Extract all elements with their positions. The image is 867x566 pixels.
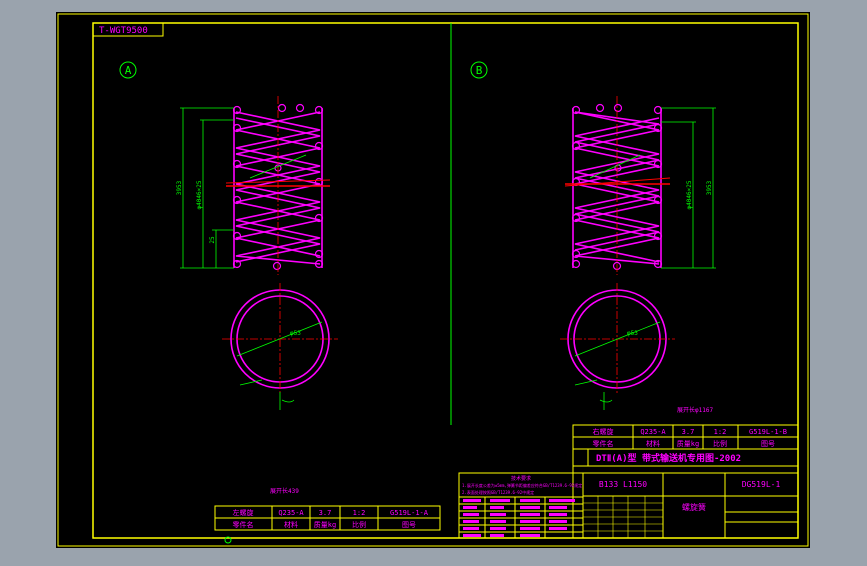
- tech-req-line1: 1.展开长度公差为±5mm,弹簧节距偏差应符合GB/T1239.6-92规定: [462, 482, 582, 488]
- title-l-drawing-no: G519L-1-A: [390, 509, 429, 517]
- tech-req-title: 技术要求: [511, 475, 531, 482]
- part-name: 螺旋簧: [682, 502, 706, 512]
- title-r-material: Q235-A: [640, 428, 666, 436]
- title-l-scale: 1:2: [353, 509, 366, 517]
- marker-a: [224, 536, 232, 544]
- lower-title-block: 技术要求 1.展开长度公差为±5mm,弹簧节距偏差应符合GB/T1239.6-9…: [458, 472, 799, 539]
- title-l-h-drawing-no: 图号: [402, 521, 416, 529]
- spring-a-top-view: φ53: [222, 283, 338, 410]
- drawing-code: T-WGT9500: [99, 26, 148, 36]
- dim-b-diameter: φ53: [627, 330, 638, 337]
- title-r-h-part: 零件名: [593, 439, 614, 448]
- code-1: B133 L1150: [599, 480, 647, 489]
- title-r-part: 右螺旋: [593, 427, 614, 436]
- title-r-drawing-no: G519L-1-B: [749, 428, 787, 436]
- title-l-mass: 3.7: [319, 509, 332, 517]
- title-r-h-mass: 质量kg: [677, 439, 699, 448]
- dim-a-height: 3953: [176, 180, 183, 195]
- title-r-h-drawing-no: 图号: [761, 440, 775, 448]
- title-l-h-material: 材料: [284, 520, 298, 529]
- title-r-scale: 1:2: [714, 428, 727, 436]
- dim-b-height: 3953: [706, 180, 713, 195]
- paper: [56, 12, 810, 548]
- dim-a-diameter: φ53: [290, 330, 301, 337]
- title-r-h-scale: 比例: [713, 439, 727, 448]
- tech-req-line2: 2.表面处理按照GB/T1239.6-92中规定: [462, 489, 534, 495]
- title-l-h-part: 零件名: [233, 520, 254, 529]
- inner-frame: [92, 22, 799, 539]
- title-l-h-mass: 质量kg: [314, 520, 336, 529]
- code-box: [92, 22, 164, 37]
- title-l-material: Q235-A: [278, 509, 304, 517]
- code-2: DG519L-1: [742, 480, 781, 489]
- dim-a-small: 25: [209, 236, 216, 244]
- note-a: 展开长439: [270, 487, 299, 495]
- dim-a-pitch: φ4046×25: [196, 180, 203, 209]
- spring-b-side-view: 3953 φ4046×25: [564, 96, 716, 275]
- main-title: DTⅡ(A)型 带式输送机专用图-2002: [596, 452, 741, 464]
- spring-a-side-view: 3953 φ4046×25 25: [176, 96, 331, 275]
- view-a-label: A: [125, 64, 132, 77]
- title-r-mass: 3.7: [682, 428, 695, 436]
- spring-b-top-view: φ53: [560, 283, 675, 410]
- view-b-label: B: [476, 64, 483, 77]
- title-block-left: 左螺旋 Q235-A 3.7 1:2 G519L-1-A 零件名 材料 质量kg…: [214, 505, 441, 531]
- view-a-marker: [119, 61, 137, 79]
- view-b-marker: [470, 61, 488, 79]
- title-l-h-scale: 比例: [352, 520, 366, 529]
- dim-b-pitch: φ4046×25: [686, 180, 693, 209]
- note-b: 展开长φ1167: [677, 406, 713, 414]
- title-block-right: 右螺旋 Q235-A 3.7 1:2 G519L-1-B 零件名 材料 质量kg…: [572, 424, 799, 539]
- title-r-h-material: 材料: [646, 439, 660, 448]
- outer-frame: [57, 13, 809, 547]
- title-l-part: 左螺旋: [233, 508, 254, 517]
